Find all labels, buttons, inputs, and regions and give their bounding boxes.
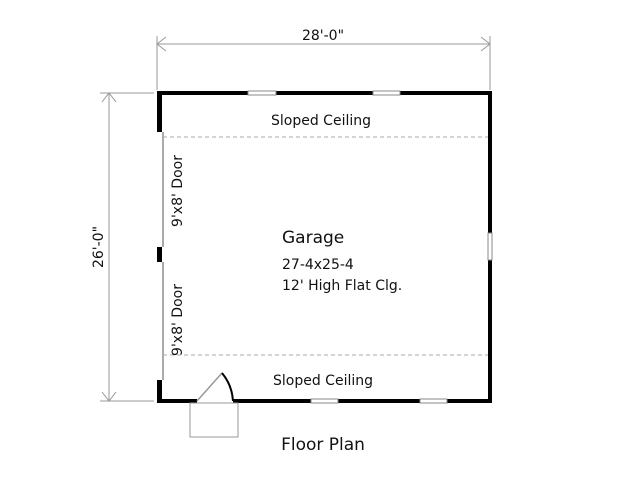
width-dimension	[156, 36, 491, 90]
room-name: Garage	[282, 228, 344, 248]
sloped-ceiling-top-label: Sloped Ceiling	[271, 113, 371, 129]
windows	[247, 90, 493, 404]
walls	[157, 91, 492, 403]
window	[310, 398, 339, 404]
sloped-ceiling-bottom-label: Sloped Ceiling	[273, 373, 373, 389]
room-size: 27-4x25-4	[282, 257, 354, 273]
window	[372, 90, 401, 96]
window	[419, 398, 448, 404]
depth-dimension-label: 26'-0"	[91, 226, 107, 268]
garage-door-upper-label: 9'x8' Door	[170, 155, 186, 227]
sloped-ceiling-lines	[163, 136, 488, 356]
width-dimension-label: 28'-0"	[302, 28, 344, 44]
entry-stoop	[189, 402, 239, 438]
plan-title: Floor Plan	[281, 435, 365, 455]
window	[247, 90, 277, 96]
window	[487, 232, 493, 261]
entry-door	[189, 372, 239, 438]
room-ceiling: 12' High Flat Clg.	[282, 278, 402, 294]
depth-dimension	[100, 92, 154, 402]
garage-door-lower-label: 9'x8' Door	[170, 284, 186, 356]
